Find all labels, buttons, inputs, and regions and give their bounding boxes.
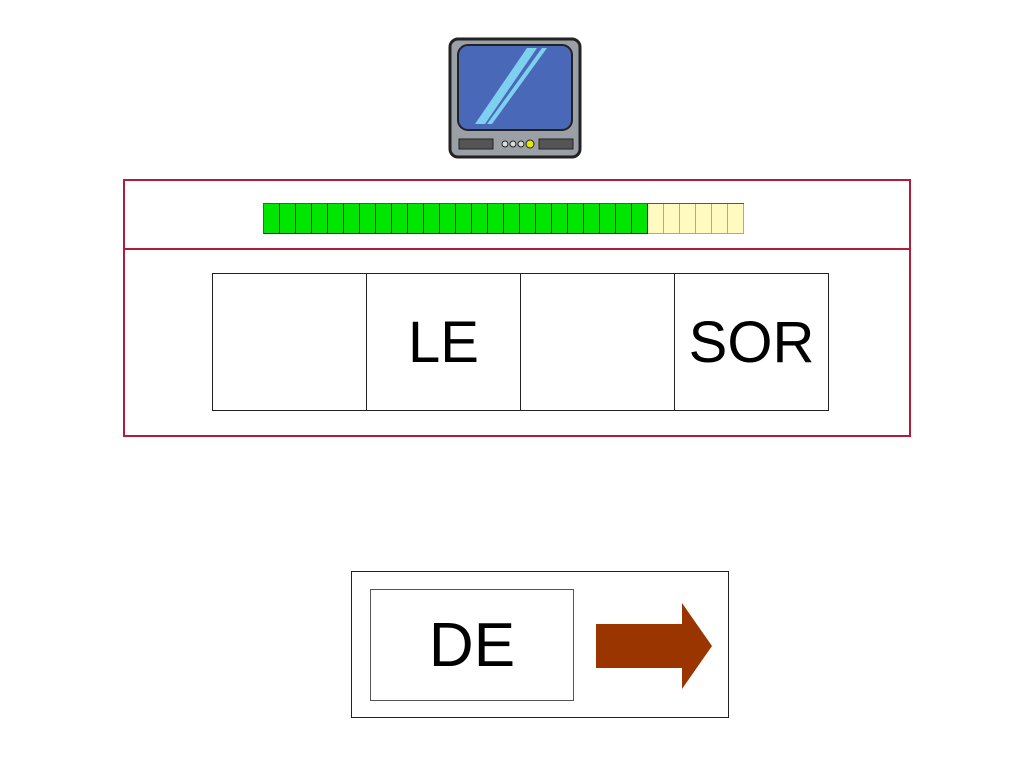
progress-segment-complete [392,204,408,234]
progress-segment-complete [600,204,616,234]
progress-segment-remaining [696,204,712,234]
progress-segment-complete [360,204,376,234]
syllable-box[interactable] [213,274,367,410]
progress-segment-complete [488,204,504,234]
progress-segment-complete [568,204,584,234]
progress-segment-complete [312,204,328,234]
progress-segment-complete [424,204,440,234]
progress-segment-remaining [648,204,664,234]
progress-segment-complete [552,204,568,234]
progress-segment-complete [616,204,632,234]
syllable-box[interactable]: SOR [688,309,815,375]
progress-segment-complete [408,204,424,234]
tv-icon [448,37,582,159]
progress-row [125,181,909,250]
syllable-row: LE SOR [212,273,829,411]
progress-segment-remaining [728,204,744,234]
answer-panel: DE [351,571,729,718]
answer-syllable[interactable]: DE [370,589,574,701]
progress-segment-complete [520,204,536,234]
progress-segment-complete [472,204,488,234]
progress-segment-complete [264,204,280,234]
progress-segment-complete [632,204,648,234]
progress-segment-complete [536,204,552,234]
progress-segment-complete [504,204,520,234]
progress-segment-complete [456,204,472,234]
exercise-panel: LE SOR [123,179,911,437]
progress-segment-complete [376,204,392,234]
progress-segment-complete [280,204,296,234]
progress-segment-complete [296,204,312,234]
progress-segment-remaining [664,204,680,234]
progress-segment-complete [328,204,344,234]
syllable-box[interactable]: LE [367,274,521,410]
progress-segment-remaining [680,204,696,234]
right-arrow-icon[interactable] [594,601,714,691]
progress-bar [263,203,744,234]
progress-segment-remaining [712,204,728,234]
progress-segment-complete [344,204,360,234]
progress-segment-complete [584,204,600,234]
progress-segment-complete [440,204,456,234]
syllable-box[interactable] [521,274,675,410]
